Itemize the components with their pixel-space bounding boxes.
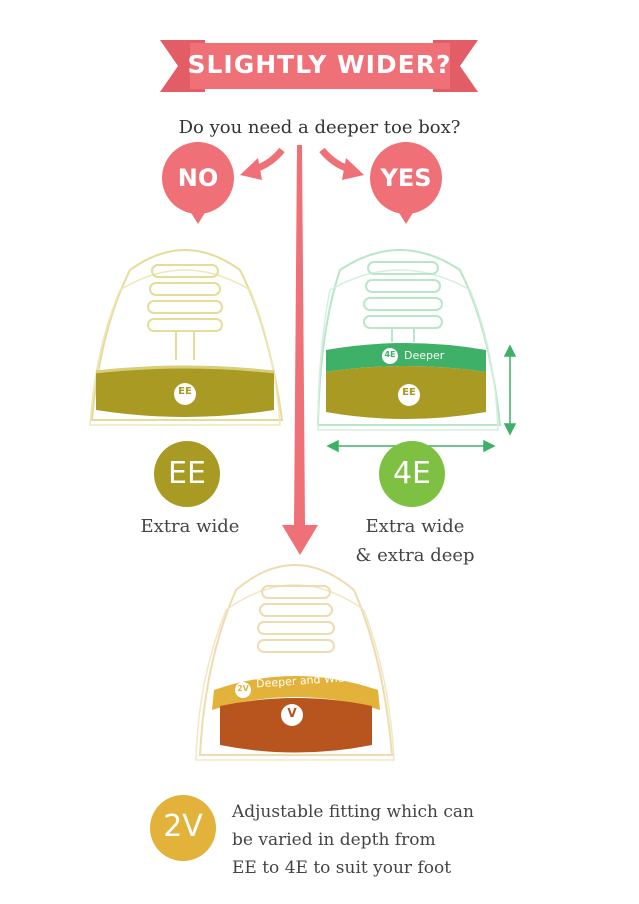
arrow-to-no xyxy=(240,147,285,180)
2v-inner-badge: V xyxy=(287,706,297,720)
banner-title: SLIGHTLY WIDER? xyxy=(187,50,452,79)
4e-badge-text: 4E xyxy=(392,456,432,491)
4e-inner-badge: EE xyxy=(402,387,416,398)
footer-line2: be varied in depth from xyxy=(232,830,436,850)
footer-note: Adjustable fitting which can be varied i… xyxy=(232,798,552,882)
arrow-to-yes xyxy=(319,147,364,180)
4e-caption-line1: Extra wide xyxy=(365,516,465,537)
yes-label: YES xyxy=(380,164,432,192)
2v-band-badge: 2V xyxy=(237,684,249,693)
2v-badge-circle xyxy=(150,795,216,861)
4e-caption: Extra wide & extra deep xyxy=(330,512,500,570)
4e-caption-line2: & extra deep xyxy=(355,545,475,566)
ee-badge-circle xyxy=(154,441,220,507)
2v-badge-text: 2V xyxy=(163,809,203,844)
ee-caption-line1: Extra wide xyxy=(140,516,240,537)
ee-badge-text: EE xyxy=(168,456,206,491)
4e-shoe xyxy=(316,249,517,453)
2v-shoe xyxy=(195,564,395,761)
arrow-to-2v xyxy=(282,145,318,555)
no-bubble xyxy=(162,142,234,224)
4e-badge-circle xyxy=(379,441,445,507)
4e-band-text: Deeper xyxy=(404,349,445,362)
footer-line1: Adjustable fitting which can xyxy=(232,802,474,822)
ee-caption: Extra wide xyxy=(110,512,270,541)
ee-shoe xyxy=(89,249,284,426)
banner-ribbon xyxy=(160,40,478,92)
no-label: NO xyxy=(177,164,219,192)
ee-shoe-band-label: EE xyxy=(178,386,192,397)
question-text: Do you need a deeper toe box? xyxy=(178,117,461,138)
4e-band-badge: 4E xyxy=(384,350,396,359)
footer-line3: EE to 4E to suit your foot xyxy=(232,858,452,878)
yes-bubble xyxy=(370,142,442,224)
